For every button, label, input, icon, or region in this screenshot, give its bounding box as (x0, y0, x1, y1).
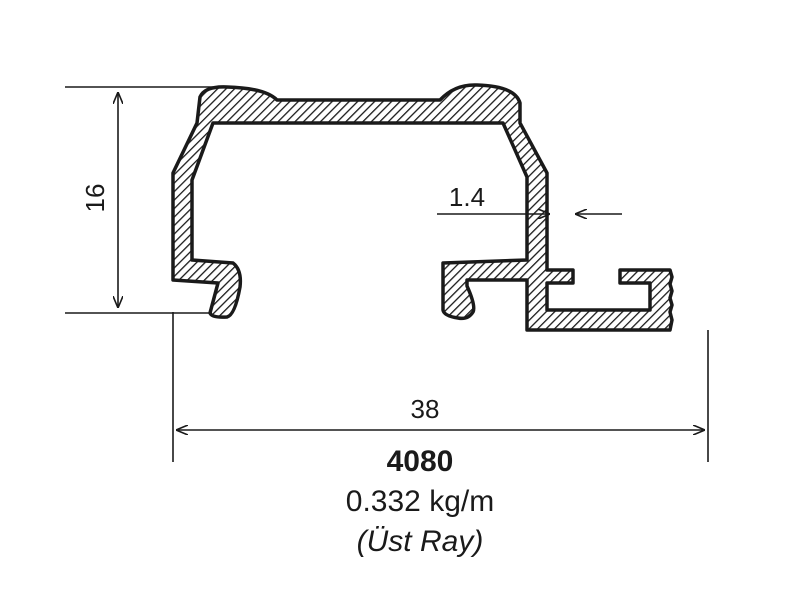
profile-code: 4080 (386, 445, 454, 478)
thickness-label: 1.4 (449, 182, 485, 212)
profile-note: (Üst Ray) (356, 525, 484, 558)
height-dimension (65, 86, 232, 314)
height-label: 16 (80, 184, 110, 213)
profile-section (171, 83, 674, 332)
width-label: 38 (411, 394, 440, 424)
profile-weight: 0.332 kg/m (345, 485, 495, 518)
width-dimension (172, 312, 709, 462)
